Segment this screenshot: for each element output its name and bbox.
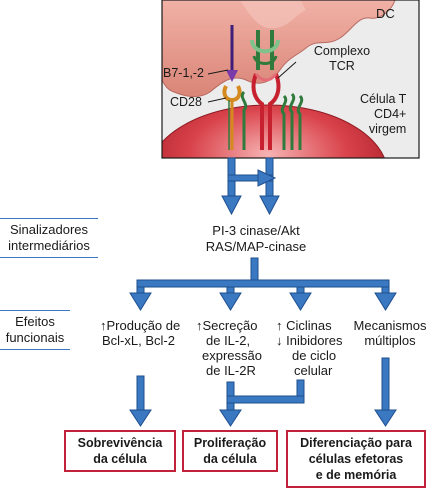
outcome-differentiation-line2: células efetoras xyxy=(308,452,404,466)
effect-cycle-line3: de ciclo xyxy=(292,348,337,363)
effect-il2-line3: expressão xyxy=(202,348,262,363)
b7-molecule xyxy=(226,25,238,82)
effect-cycle-line4: celular xyxy=(294,363,333,378)
up-arrow-icon: ↑ xyxy=(100,318,107,333)
signaling-text: PI-3 cinase/Akt RAS/MAP-cinase xyxy=(186,223,326,255)
effect-cycle-line1: Ciclinas xyxy=(286,318,332,333)
up-arrow-icon: ↑ xyxy=(276,318,283,333)
tcr-label-line1: Complexo xyxy=(313,44,371,58)
effect-il2: ↑Secreção de IL-2, expressão de IL-2R xyxy=(196,318,262,378)
effect-survival-line1: Produção de xyxy=(106,318,181,333)
cell-interaction-panel xyxy=(162,0,419,158)
up-arrow-icon: ↑ xyxy=(196,318,203,333)
effect-cycle: ↑ Ciclinas ↓ Inibidores de ciclo celular xyxy=(276,318,343,378)
tcell-label-line2: CD4+ xyxy=(374,107,407,121)
cell-panel-frame xyxy=(161,0,420,159)
outcome-proliferation-box: Proliferação da célula xyxy=(182,430,278,472)
intermediates-line2: intermediários xyxy=(8,238,90,253)
intermediates-side-label: Sinalizadores intermediários xyxy=(0,218,98,258)
top-arrows xyxy=(221,157,280,216)
outcome-arrows xyxy=(129,357,397,427)
b7-label: B7-1,-2 xyxy=(163,66,204,80)
signaling-line2: RAS/MAP-cinase xyxy=(205,239,307,254)
dendrite-extension xyxy=(240,0,306,29)
dc-label: DC xyxy=(376,6,395,21)
outcome-survival-box: Sobrevivência da célula xyxy=(64,430,176,472)
intermediates-line1: Sinalizadores xyxy=(9,222,89,237)
cd3-chains xyxy=(240,90,304,150)
mhc-molecule xyxy=(250,30,280,70)
tcr-molecule xyxy=(251,73,281,150)
outcome-proliferation-line2: da célula xyxy=(203,452,257,466)
down-arrow-icon: ↓ xyxy=(276,333,283,348)
cd28-molecule xyxy=(222,85,242,150)
outcome-differentiation-box: Diferenciação para células efetoras e de… xyxy=(286,430,426,488)
effect-cycle-line2: Inibidores xyxy=(286,333,343,348)
distribution-arrows xyxy=(129,257,397,311)
tcell-label: Célula T CD4+ virgem xyxy=(360,92,406,137)
outcome-differentiation-line3: e de memória xyxy=(315,468,397,482)
outcome-survival-line1: Sobrevivência xyxy=(77,436,163,450)
effects-line2: funcionais xyxy=(5,330,65,345)
tcr-label: Complexo TCR xyxy=(305,44,379,74)
tcell-label-line1: Célula T xyxy=(360,92,407,106)
effect-survival: ↑Produção de Bcl-xL, Bcl-2 xyxy=(100,318,180,348)
outcome-proliferation-line1: Proliferação xyxy=(193,436,267,450)
tcell-label-line3: virgem xyxy=(368,122,407,136)
tcr-label-line2: TCR xyxy=(329,59,355,73)
effects-side-label: Efeitos funcionais xyxy=(0,310,98,350)
effect-il2-line2: de IL-2, xyxy=(206,333,251,348)
effect-multiple: Mecanismos múltiplos xyxy=(350,318,430,348)
effect-survival-line2: Bcl-xL, Bcl-2 xyxy=(102,333,175,348)
effect-multiple-line1: Mecanismos xyxy=(353,318,427,333)
effects-line1: Efeitos xyxy=(15,314,55,329)
cd28-label: CD28 xyxy=(170,95,202,109)
effect-multiple-line2: múltiplos xyxy=(364,333,416,348)
effect-il2-line1: Secreção xyxy=(202,318,258,333)
dendritic-cell-shape xyxy=(162,0,396,98)
leader-lines xyxy=(207,61,297,103)
effect-il2-line4: de IL-2R xyxy=(206,363,256,378)
outcome-differentiation-line1: Diferenciação para xyxy=(300,436,412,450)
signaling-line1: PI-3 cinase/Akt xyxy=(212,223,300,238)
outcome-survival-line2: da célula xyxy=(93,452,147,466)
